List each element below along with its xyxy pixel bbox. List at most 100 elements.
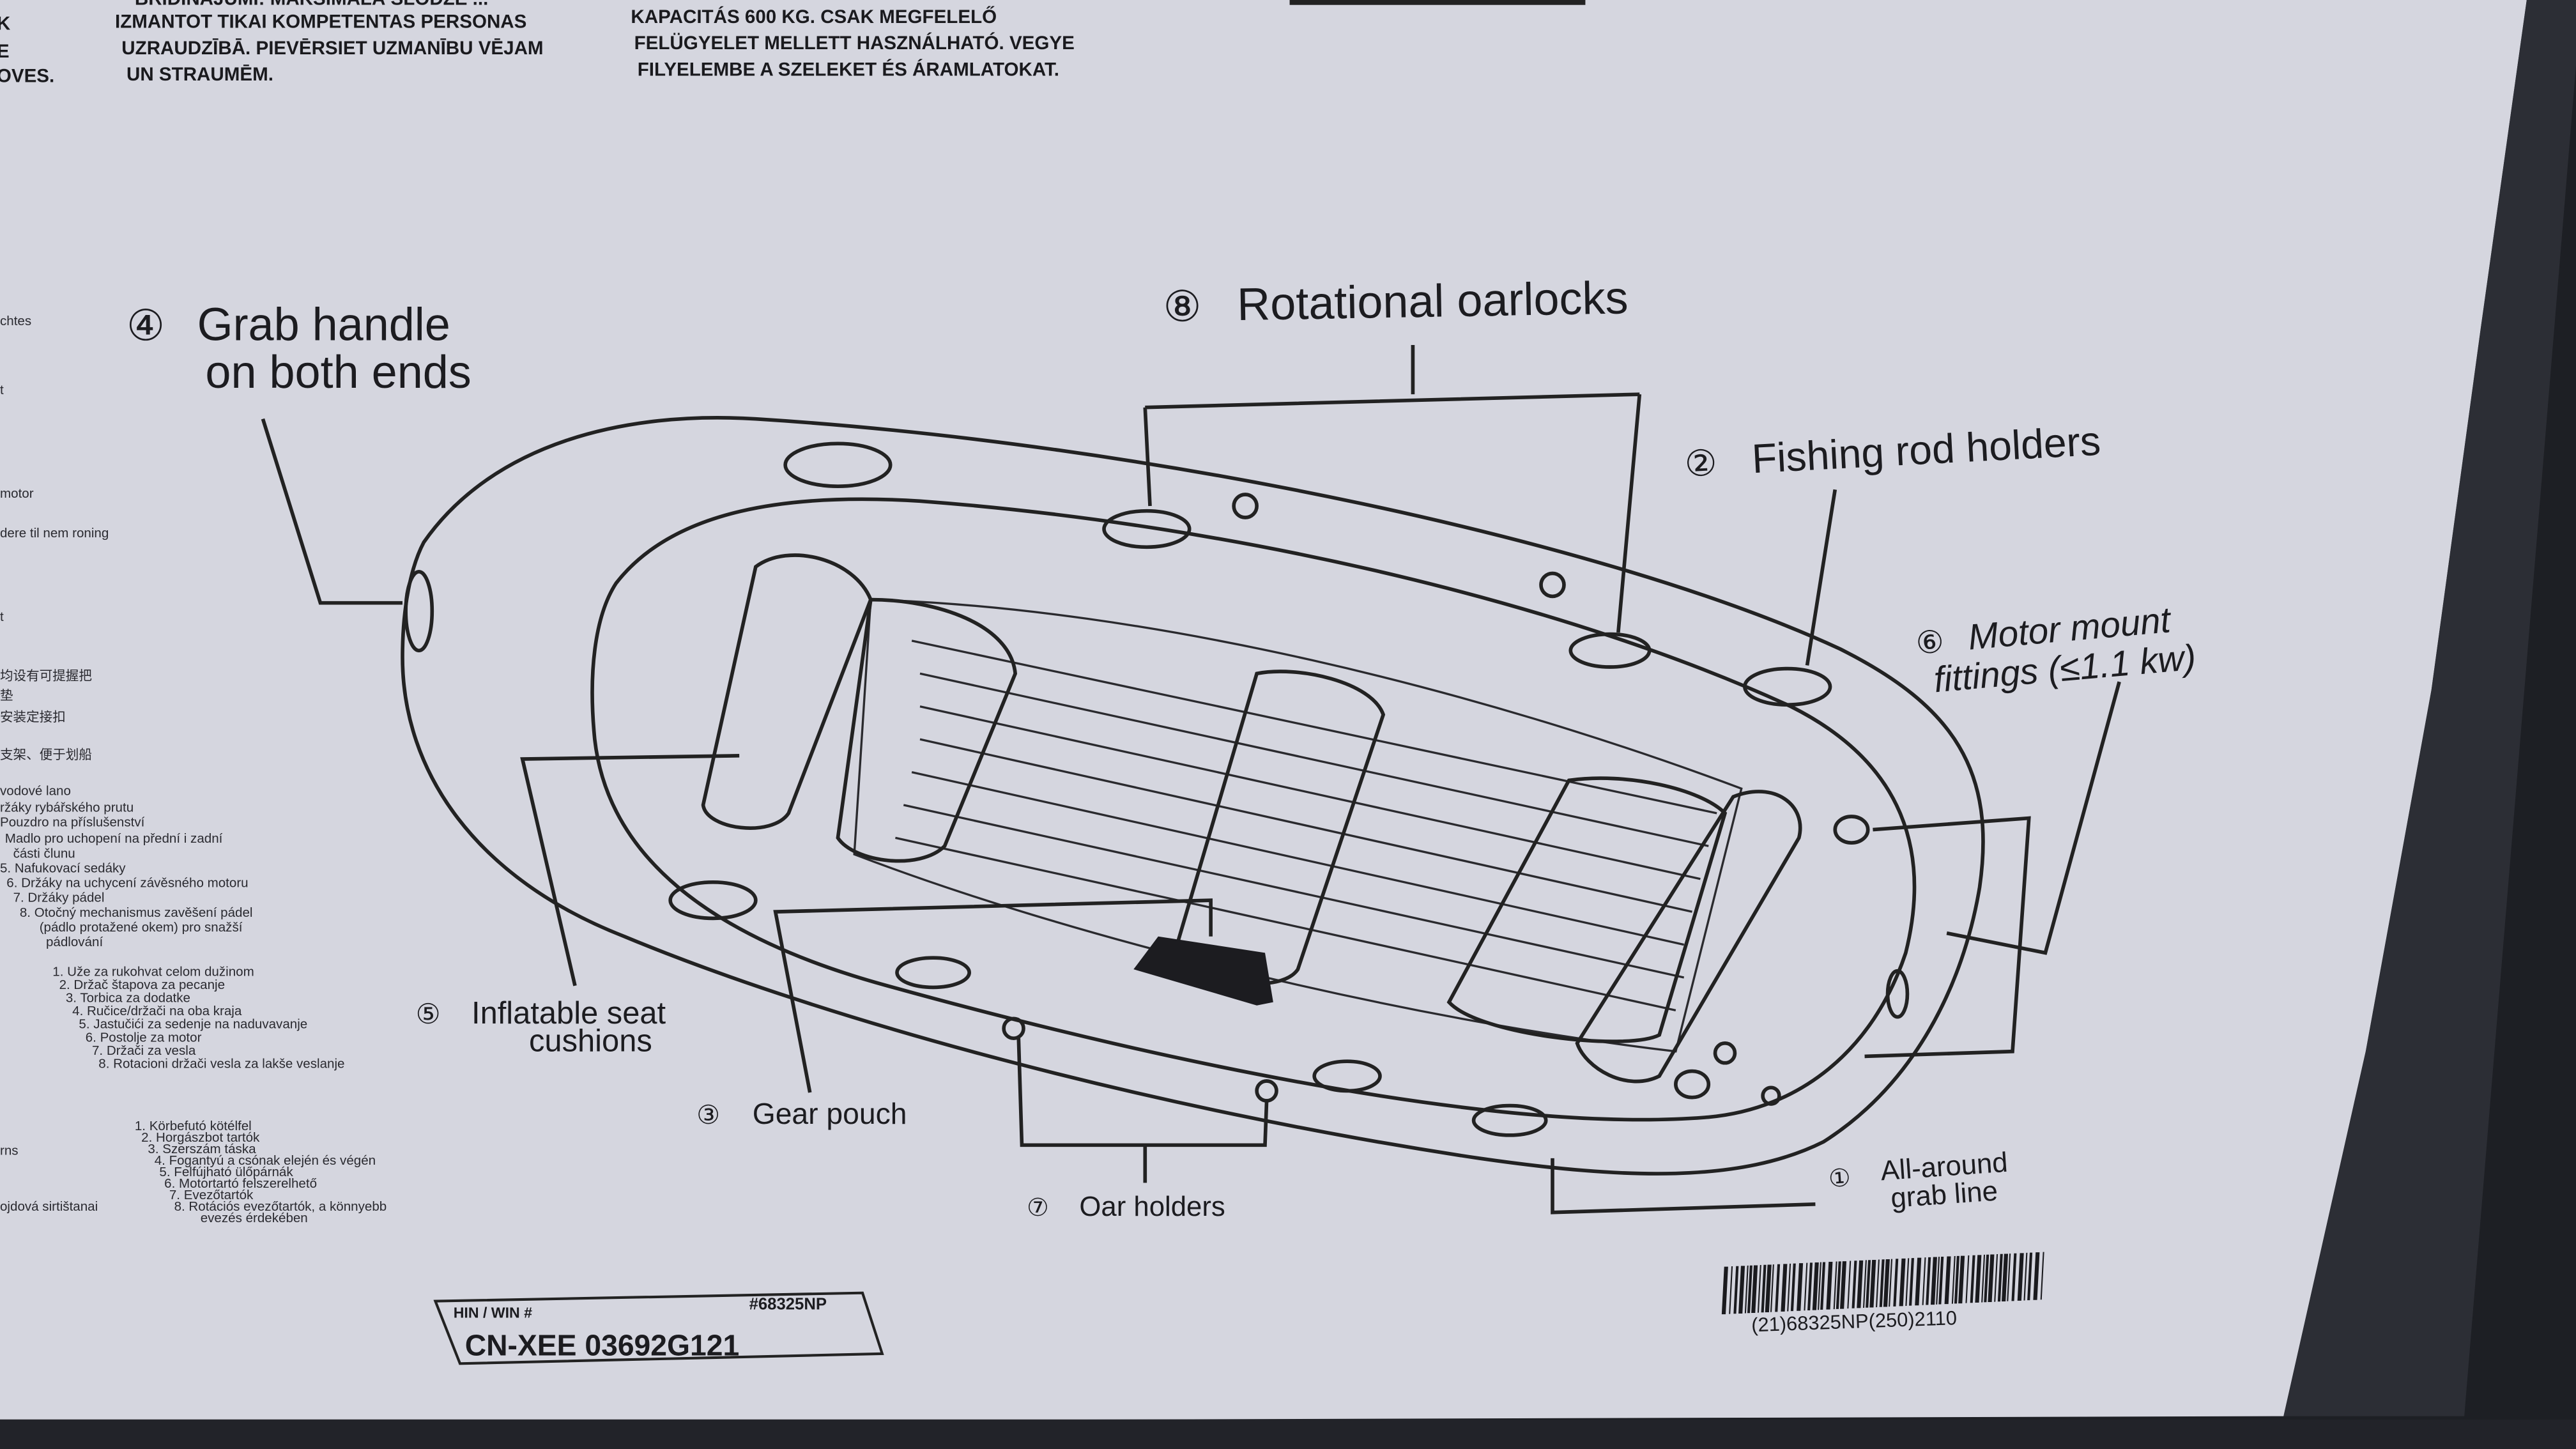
top-bar — [1289, 0, 1586, 5]
svg-text:KAPACITÁS 600 KG. CSAK MEGFELE: KAPACITÁS 600 KG. CSAK MEGFELELŐ — [631, 6, 997, 27]
barcode-bar — [1738, 1266, 1745, 1314]
svg-text:6. Postolje za motor: 6. Postolje za motor — [86, 1030, 202, 1045]
serbian-parts-list: 1. Uže za rukohvat celom dužinom 2. Drža… — [52, 964, 344, 1071]
barcode-bar — [1851, 1261, 1857, 1308]
barcode-bar — [1883, 1259, 1890, 1307]
svg-text:6. Držáky na uchycení závěsnéh: 6. Držáky na uchycení závěsného motoru — [6, 876, 248, 891]
svg-text:IZMANTOT TIKAI KOMPETENTAS PER: IZMANTOT TIKAI KOMPETENTAS PERSONAS — [115, 12, 526, 33]
oar-holder-bottom-a — [1002, 1016, 1025, 1040]
barcode-bar — [1922, 1257, 1926, 1305]
svg-text:Pouzdro na příslušenství: Pouzdro na příslušenství — [0, 815, 145, 829]
barcode-bar — [2011, 1253, 2017, 1301]
barcode-bar — [1899, 1258, 1906, 1307]
valve-b — [1761, 1085, 1781, 1106]
svg-text:K: K — [0, 13, 11, 34]
svg-text:6. Motortartó felszerelhető: 6. Motortartó felszerelhető — [164, 1176, 317, 1191]
svg-text:均设有可提握把: 均设有可提握把 — [0, 669, 92, 684]
svg-text:⑧: ⑧ — [1163, 282, 1202, 331]
svg-text:8. Rotációs evezőtartók, a kön: 8. Rotációs evezőtartók, a könnyebb — [174, 1199, 387, 1214]
warning-edge: K E OVES. — [0, 13, 54, 86]
barcode-bar — [2017, 1253, 2024, 1301]
oarlock-left — [1102, 509, 1192, 549]
barcode-bar — [1866, 1260, 1871, 1308]
barcode-bar — [1905, 1258, 1910, 1306]
svg-text:rns: rns — [0, 1144, 19, 1158]
barcode-bar — [1790, 1263, 1796, 1312]
svg-text:Gear pouch: Gear pouch — [753, 1097, 907, 1130]
barcode-bar — [1988, 1254, 1995, 1303]
svg-text:③: ③ — [696, 1100, 720, 1130]
hungarian-parts-list: 1. Körbefutó kötélfel 2. Horgászbot tart… — [0, 1119, 387, 1225]
barcode-bar — [1994, 1254, 1998, 1302]
barcode-bar — [2027, 1252, 2033, 1301]
svg-text:5. Jastučići za sedenje na nad: 5. Jastučići za sedenje na naduvavanje — [79, 1017, 307, 1032]
svg-text:#68325NP: #68325NP — [749, 1295, 827, 1313]
gear-pouch — [1133, 936, 1273, 1006]
svg-text:7. Evezőtartók: 7. Evezőtartók — [169, 1188, 254, 1202]
left-fragments: chtes t motor dere til nem roning t 均设有可… — [0, 314, 109, 762]
barcode-bar — [1775, 1264, 1781, 1312]
svg-text:části člunu: části člunu — [13, 846, 75, 861]
ground-strip — [0, 1419, 2576, 1449]
svg-text:ojdová sirtištanai: ojdová sirtištanai — [0, 1199, 98, 1214]
valve-a — [1713, 1041, 1737, 1065]
barcode-bar — [1954, 1255, 1959, 1304]
barcode-bar — [1958, 1255, 1965, 1304]
barcode-bar — [1836, 1261, 1841, 1309]
grab-handle-rear — [1885, 969, 1910, 1019]
callout-seat-cushions: ⑤ Inflatable seat cushions — [416, 996, 666, 1059]
svg-text:E: E — [0, 41, 10, 62]
motor-mount-a — [1833, 815, 1870, 845]
svg-text:FILYELEMBE A SZELEKET ÉS ÁRAML: FILYELEMBE A SZELEKET ÉS ÁRAMLATOKAT. — [638, 58, 1059, 80]
callout-gear-pouch: ③ Gear pouch — [696, 1097, 907, 1130]
leader-lines — [261, 345, 2121, 1215]
barcode-bar — [1915, 1257, 1922, 1306]
barcode-bar — [1869, 1259, 1876, 1308]
svg-text:t: t — [0, 610, 4, 624]
barcode-bar — [1975, 1255, 1982, 1303]
svg-text:⑦: ⑦ — [1027, 1194, 1049, 1222]
svg-text:5. Nafukovací sedáky: 5. Nafukovací sedáky — [0, 861, 126, 875]
barcode-bar — [2033, 1252, 2040, 1300]
rod-holder-right — [1743, 666, 1832, 707]
barcode-bar — [1879, 1259, 1885, 1307]
grab-handle-front — [404, 570, 434, 653]
motor-mount-b — [1674, 1069, 1711, 1100]
warning-latvian: BRĪDINĀJUMI: MAKSIMĀLĀ SLODZE ... IZMANT… — [115, 0, 544, 85]
barcode-bar — [1936, 1257, 1940, 1305]
barcode-bar — [1847, 1261, 1851, 1309]
barcode-bar — [1797, 1263, 1804, 1311]
barcode-bar — [1840, 1261, 1847, 1309]
box-panel — [0, 0, 2527, 1423]
oarlock-bottom-right — [1312, 1059, 1382, 1093]
svg-text:安装定接扣: 安装定接扣 — [0, 710, 66, 724]
svg-text:4. Fogantyú a csónak elején és: 4. Fogantyú a csónak elején és végén — [155, 1153, 376, 1168]
floor-slats — [895, 640, 1717, 1012]
boat-floor — [853, 598, 1743, 1053]
barcode — [1721, 1252, 2044, 1315]
barcode-bar — [1926, 1257, 1931, 1305]
barcode-bar — [1981, 1254, 1986, 1303]
barcode-bar — [1857, 1260, 1864, 1308]
barcode-bar — [1876, 1259, 1880, 1308]
barcode-bar — [1826, 1262, 1833, 1310]
svg-text:支架、便于划船: 支架、便于划船 — [0, 747, 92, 762]
svg-text:FELÜGYELET MELLETT HASZNÁLHATÓ: FELÜGYELET MELLETT HASZNÁLHATÓ. VEGYE — [634, 32, 1075, 54]
barcode-bar — [1944, 1256, 1951, 1305]
svg-text:HIN / WIN #: HIN / WIN # — [454, 1304, 532, 1321]
oarlock-bottom-left — [895, 956, 971, 990]
barcode-bar — [1820, 1262, 1826, 1310]
barcode-bar — [1804, 1262, 1808, 1311]
svg-text:1. Uže za rukohvat celom dužin: 1. Uže za rukohvat celom dužinom — [52, 964, 254, 979]
barcode-bar — [1751, 1265, 1758, 1314]
boat-inner-tube — [590, 497, 1917, 1122]
barcode-bar — [2002, 1254, 2009, 1302]
barcode-bar — [1818, 1262, 1821, 1310]
seat-cushion-rear-b — [1575, 790, 1802, 1084]
svg-text:ržáky rybářského prutu: ržáky rybářského prutu — [0, 800, 134, 815]
svg-text:3. Torbica za dodatke: 3. Torbica za dodatke — [66, 991, 190, 1006]
barcode-bar — [1721, 1266, 1728, 1315]
callout-grab-handle: ④ Grab handle on both ends — [126, 299, 471, 398]
seat-cushion-rear-a — [1446, 776, 1728, 1043]
hin-label-box: HIN / WIN # #68325NP CN-XEE 03692G121 — [433, 1291, 884, 1365]
